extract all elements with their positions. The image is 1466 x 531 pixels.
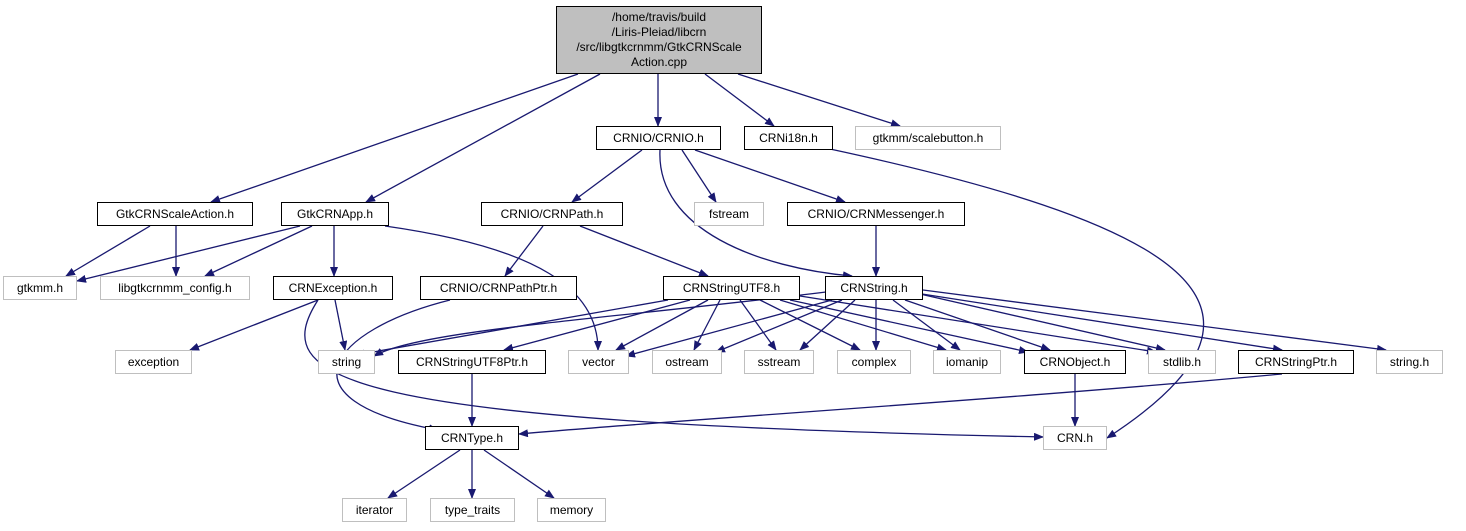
edge-crnstring-to-iomanip (892, 299, 961, 351)
edge-crnstring-to-crnobject (904, 299, 1051, 351)
edge-crnstringutf8-to-crnstringutf8ptr (503, 299, 691, 352)
edge-crnexception-to-exception (189, 299, 319, 351)
edge-crntype-to-memory (483, 449, 555, 499)
node-crn-h[interactable]: CRN.h (1043, 426, 1107, 450)
root-file-node[interactable]: /home/travis/build /Liris-Pleiad/libcrn … (556, 6, 762, 74)
node-vector[interactable]: vector (568, 350, 629, 374)
edge-crnstring-to-crnstringptr (921, 293, 1283, 353)
node-iomanip[interactable]: iomanip (933, 350, 1001, 374)
root-file-line-4: Action.cpp (630, 55, 688, 69)
node-exception[interactable]: exception (115, 350, 192, 374)
edge-crnio-to-fstream (681, 149, 717, 203)
node-string[interactable]: string (318, 350, 375, 374)
edge-crnpath-to-crnstringutf8 (579, 225, 709, 277)
node-fstream[interactable]: fstream (694, 202, 764, 226)
edge-root-to-scalebutton (737, 73, 901, 128)
edge-crnexception-to-string (334, 299, 348, 351)
edge-crnexception-to-crn (304, 299, 1044, 441)
node-gtkmm-scalebutton-h[interactable]: gtkmm/scalebutton.h (855, 126, 1001, 150)
edge-crnstringutf8-to-iomanip (779, 299, 947, 352)
node-stdlib-h[interactable]: stdlib.h (1148, 350, 1216, 374)
edge-crnstring-to-ostream (715, 299, 843, 353)
node-iterator[interactable]: iterator (342, 498, 407, 522)
edge-root-to-crni18n (704, 73, 775, 127)
edge-crnstring-to-sstream (799, 299, 856, 351)
node-complex[interactable]: complex (837, 350, 911, 374)
node-crnexception-h[interactable]: CRNException.h (273, 276, 393, 300)
edge-root-to-gtkcrnapp (365, 73, 601, 203)
node-crnstringutf8ptr-h[interactable]: CRNStringUTF8Ptr.h (398, 350, 546, 374)
node-string-h[interactable]: string.h (1376, 350, 1443, 374)
node-ostream[interactable]: ostream (652, 350, 722, 374)
node-crnmessenger-h[interactable]: CRNIO/CRNMessenger.h (787, 202, 965, 226)
node-libgtkcrnmm-config-h[interactable]: libgtkcrnmm_config.h (100, 276, 250, 300)
edge-crnstringutf8-to-crnobject (789, 299, 1029, 354)
node-crnpath-h[interactable]: CRNIO/CRNPath.h (481, 202, 623, 226)
edge-crnstringutf8-to-stdlib (799, 295, 1157, 355)
edge-crnstringutf8-to-complex (759, 299, 861, 351)
node-crnio-h[interactable]: CRNIO/CRNIO.h (596, 126, 721, 150)
node-type-traits[interactable]: type_traits (430, 498, 515, 522)
node-gtkmm-h[interactable]: gtkmm.h (3, 276, 77, 300)
edge-crnstring-to-vector (625, 299, 833, 358)
edge-crnio-to-crnpath (571, 149, 643, 203)
node-crnpathptr-h[interactable]: CRNIO/CRNPathPtr.h (420, 276, 577, 300)
edge-crntype-to-iterator (387, 449, 461, 499)
edge-crni18n-to-crn (829, 148, 1205, 439)
node-gtkcrnscaleaction-h[interactable]: GtkCRNScaleAction.h (97, 202, 253, 226)
edge-crnio-to-crnstring (659, 149, 853, 280)
node-crni18n-h[interactable]: CRNi18n.h (744, 126, 833, 150)
node-memory[interactable]: memory (537, 498, 606, 522)
edge-crnstring-to-string-h (922, 289, 1387, 353)
edge-gtkcrnscaleaction-to-gtkmm (65, 225, 151, 277)
node-crnstring-h[interactable]: CRNString.h (825, 276, 923, 300)
edge-crnstring-to-string (373, 291, 827, 357)
edge-crnio-to-crnmessenger (694, 149, 846, 203)
edge-root-to-gtkcrnscaleaction (210, 73, 579, 203)
edge-crnpath-to-crnpathptr (504, 225, 544, 277)
root-file-line-3: /src/libgtkcrnmm/GtkCRNScale (576, 40, 742, 54)
edge-gtkcrnapp-to-config (204, 225, 313, 277)
node-sstream[interactable]: sstream (744, 350, 814, 374)
edge-crnstringptr-to-crntype (518, 373, 1283, 438)
edge-crnstringutf8-to-sstream (739, 299, 777, 351)
node-crnstringutf8-h[interactable]: CRNStringUTF8.h (663, 276, 800, 300)
root-file-line-1: /home/travis/build (611, 10, 707, 24)
node-crnstringptr-h[interactable]: CRNStringPtr.h (1238, 350, 1354, 374)
edge-crnstring-to-stdlib (919, 293, 1166, 352)
edge-crnstringutf8-to-ostream (693, 299, 721, 351)
root-file-line-2: /Liris-Pleiad/libcrn (611, 25, 707, 39)
node-gtkcrnapp-h[interactable]: GtkCRNApp.h (281, 202, 389, 226)
edge-gtkcrnapp-to-vector (384, 225, 602, 351)
node-crnobject-h[interactable]: CRNObject.h (1024, 350, 1126, 374)
node-crntype-h[interactable]: CRNType.h (425, 426, 519, 450)
edge-gtkcrnapp-to-gtkmm (76, 225, 301, 283)
edge-crnstringutf8-to-vector (615, 299, 709, 351)
